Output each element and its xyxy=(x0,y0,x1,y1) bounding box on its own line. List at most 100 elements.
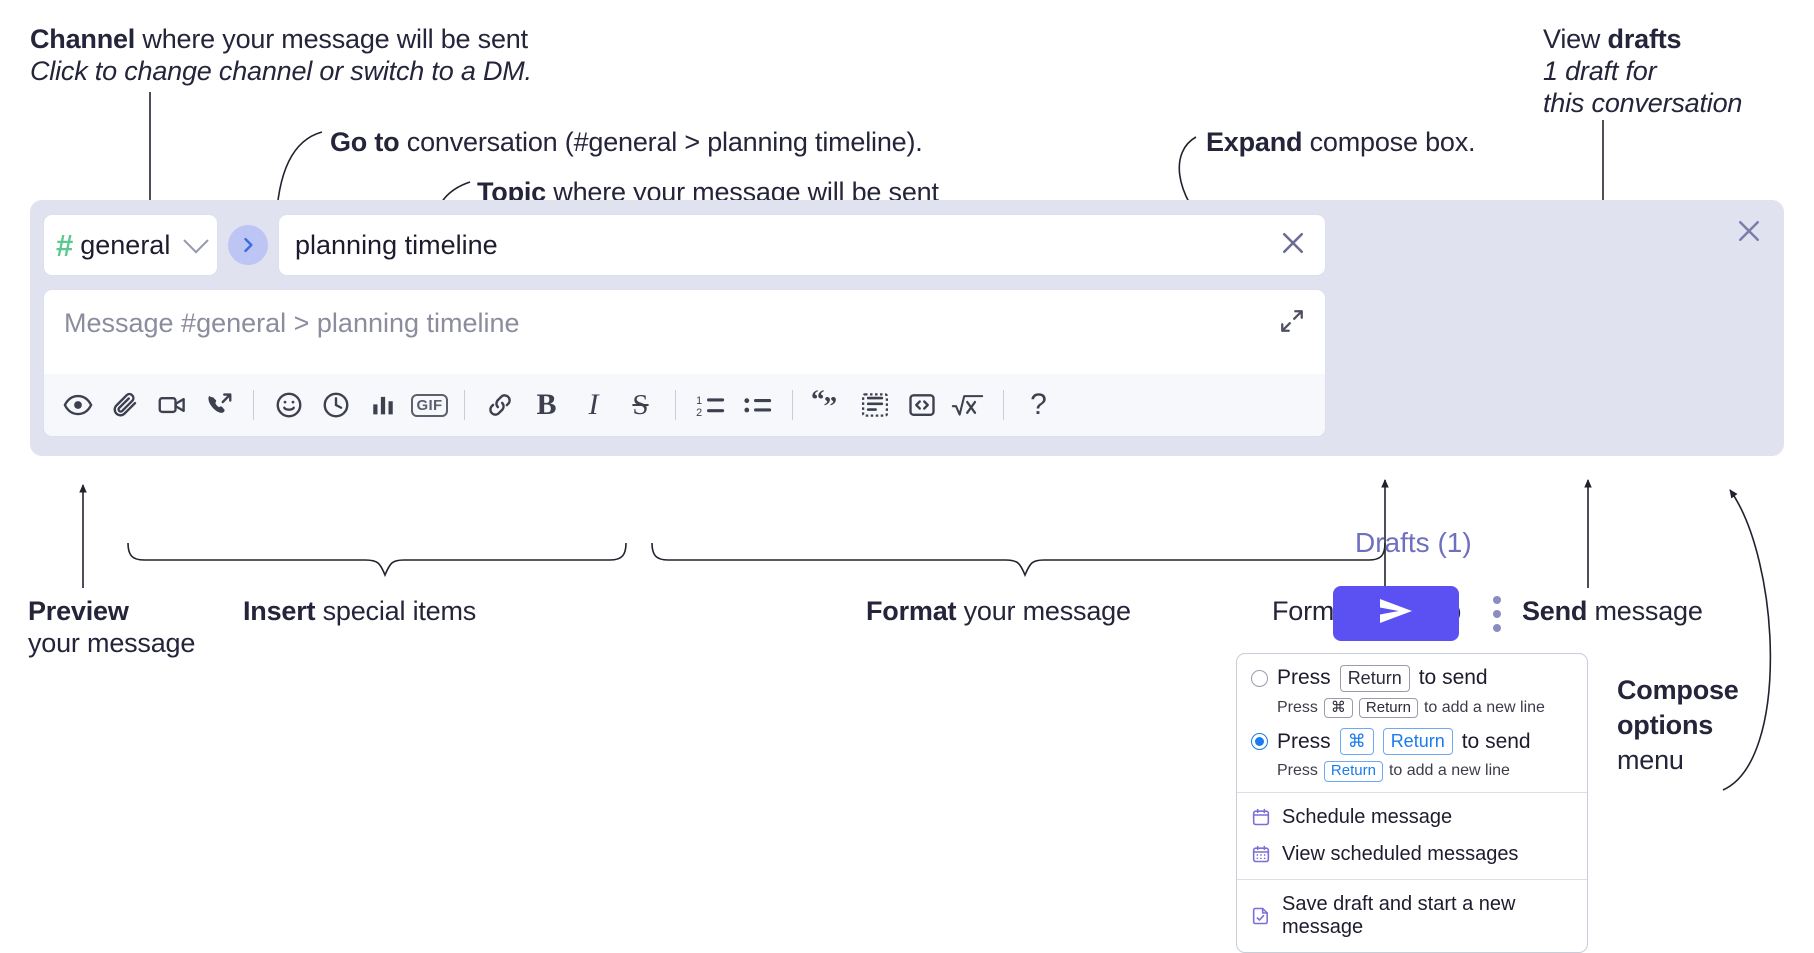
more-vertical-icon xyxy=(1493,623,1501,632)
menu-item-label: View scheduled messages xyxy=(1282,842,1519,865)
annotation-compose-options-line3: menu xyxy=(1617,745,1684,776)
formatting-help-button[interactable]: ? xyxy=(1015,382,1062,429)
topic-input[interactable]: planning timeline xyxy=(278,214,1326,276)
send-paper-plane-icon xyxy=(1374,594,1418,633)
formatting-toolbar: GIF B I xyxy=(44,374,1325,436)
menu-item-save-draft[interactable]: Save draft and start a new message xyxy=(1237,886,1587,946)
key-return: Return xyxy=(1339,665,1410,692)
reminder-button[interactable] xyxy=(312,382,359,429)
annotation-expand-bold: Expand xyxy=(1206,127,1303,157)
menu-divider xyxy=(1237,791,1587,793)
option-prefix: Press xyxy=(1277,729,1331,753)
video-clip-button[interactable] xyxy=(148,382,195,429)
sub-prefix: Press xyxy=(1277,762,1318,780)
annotation-channel: Channel where your message will be sent … xyxy=(30,24,532,88)
svg-text:1: 1 xyxy=(696,395,702,407)
annotation-channel-rest: where your message will be sent xyxy=(135,24,528,54)
emoji-icon xyxy=(274,390,304,420)
annotation-compose-options-line2: options xyxy=(1617,710,1714,741)
topic-value: planning timeline xyxy=(295,229,498,260)
inline-code-button[interactable] xyxy=(898,382,945,429)
annotation-drafts-bold: drafts xyxy=(1607,24,1682,54)
bold-button[interactable]: B xyxy=(523,382,570,429)
calendar-icon xyxy=(1251,807,1271,827)
annotation-channel-bold: Channel xyxy=(30,24,136,54)
code-block-icon xyxy=(860,390,890,420)
send-option-return[interactable]: Press Return to send Press ⌘ Return to a… xyxy=(1251,665,1573,719)
emoji-button[interactable] xyxy=(265,382,312,429)
math-button[interactable] xyxy=(945,382,992,429)
annotation-format-rest: your message xyxy=(956,596,1131,626)
blockquote-button[interactable]: “ ” xyxy=(804,382,851,429)
compose-options-button[interactable] xyxy=(1480,586,1514,641)
annotation-compose-options-line1: Compose xyxy=(1617,675,1739,705)
message-box: Message #general > planning timeline xyxy=(43,289,1326,437)
channel-name-label: general xyxy=(80,229,171,260)
ordered-list-button[interactable]: 1 2 xyxy=(687,382,734,429)
annotation-send-bold: Send xyxy=(1522,596,1588,626)
annotation-preview-bold: Preview xyxy=(28,596,129,626)
more-vertical-icon xyxy=(1493,609,1501,618)
message-input[interactable]: Message #general > planning timeline xyxy=(44,290,1325,374)
audio-clip-button[interactable] xyxy=(195,382,242,429)
annotation-insert-bold: Insert xyxy=(243,596,316,626)
clear-topic-button[interactable] xyxy=(1273,225,1313,265)
expand-diagonal-icon xyxy=(1279,308,1305,339)
annotation-expand-rest: compose box. xyxy=(1302,127,1476,157)
link-button[interactable] xyxy=(476,382,523,429)
annotation-send-rest: message xyxy=(1587,596,1703,626)
annotation-format: Format your message xyxy=(866,596,1131,628)
message-placeholder: Message #general > planning timeline xyxy=(64,308,520,338)
more-vertical-icon xyxy=(1493,595,1501,604)
expand-compose-button[interactable] xyxy=(1273,304,1311,342)
annotation-preview: Preview your message xyxy=(28,596,195,660)
preview-button[interactable] xyxy=(54,382,101,429)
divider-1 xyxy=(253,390,254,420)
poll-button[interactable] xyxy=(359,382,406,429)
send-shortcut-options: Press Return to send Press ⌘ Return to a… xyxy=(1237,654,1587,792)
annotation-send: Send message xyxy=(1522,596,1703,628)
bold-icon: B xyxy=(536,388,557,421)
annotation-drafts-line3: this conversation xyxy=(1543,87,1743,118)
close-compose-button[interactable] xyxy=(1728,212,1770,254)
strikethrough-icon: S xyxy=(632,388,649,421)
attachment-button[interactable] xyxy=(101,382,148,429)
bulleted-list-icon xyxy=(742,390,774,420)
compose-options-menu: Press Return to send Press ⌘ Return to a… xyxy=(1236,653,1588,953)
annotation-insert: Insert special items xyxy=(243,596,476,628)
annotation-insert-rest: special items xyxy=(315,596,477,626)
gif-button[interactable]: GIF xyxy=(406,382,453,429)
compose-panel: # general planning timeline xyxy=(30,200,1784,641)
save-draft-icon xyxy=(1251,906,1271,926)
send-button[interactable] xyxy=(1333,586,1459,641)
strikethrough-button[interactable]: S xyxy=(617,382,664,429)
menu-item-schedule-message[interactable]: Schedule message xyxy=(1237,799,1587,836)
inline-code-icon xyxy=(907,390,937,420)
italic-button[interactable]: I xyxy=(570,382,617,429)
preview-icon xyxy=(63,390,93,420)
annotation-preview-line2: your message xyxy=(28,627,196,658)
poll-icon xyxy=(368,390,398,420)
ordered-list-icon: 1 2 xyxy=(695,390,727,420)
menu-item-label: Schedule message xyxy=(1282,805,1453,828)
italic-icon: I xyxy=(588,388,599,421)
menu-item-view-scheduled[interactable]: View scheduled messages xyxy=(1237,836,1587,873)
goto-conversation-button[interactable] xyxy=(228,225,268,265)
gif-icon: GIF xyxy=(410,393,449,417)
code-block-button[interactable] xyxy=(851,382,898,429)
bulleted-list-button[interactable] xyxy=(734,382,781,429)
channel-selector[interactable]: # general xyxy=(43,214,218,276)
key-return: Return xyxy=(1323,760,1383,782)
math-icon xyxy=(951,390,987,420)
annotation-expand: Expand compose box. xyxy=(1206,127,1476,159)
radio-button-selected[interactable] xyxy=(1251,733,1268,750)
audio-call-icon xyxy=(204,390,234,420)
drafts-link[interactable]: Drafts (1) xyxy=(1355,527,1472,558)
menu-divider xyxy=(1237,878,1587,880)
radio-button[interactable] xyxy=(1251,669,1268,687)
blockquote-icon: “ ” xyxy=(811,390,845,420)
compose-header-row: # general planning timeline xyxy=(43,214,1326,276)
send-option-cmd-return[interactable]: Press ⌘ Return to send Press Return to a… xyxy=(1251,728,1573,782)
divider-3 xyxy=(675,390,676,420)
divider-5 xyxy=(1003,390,1004,420)
